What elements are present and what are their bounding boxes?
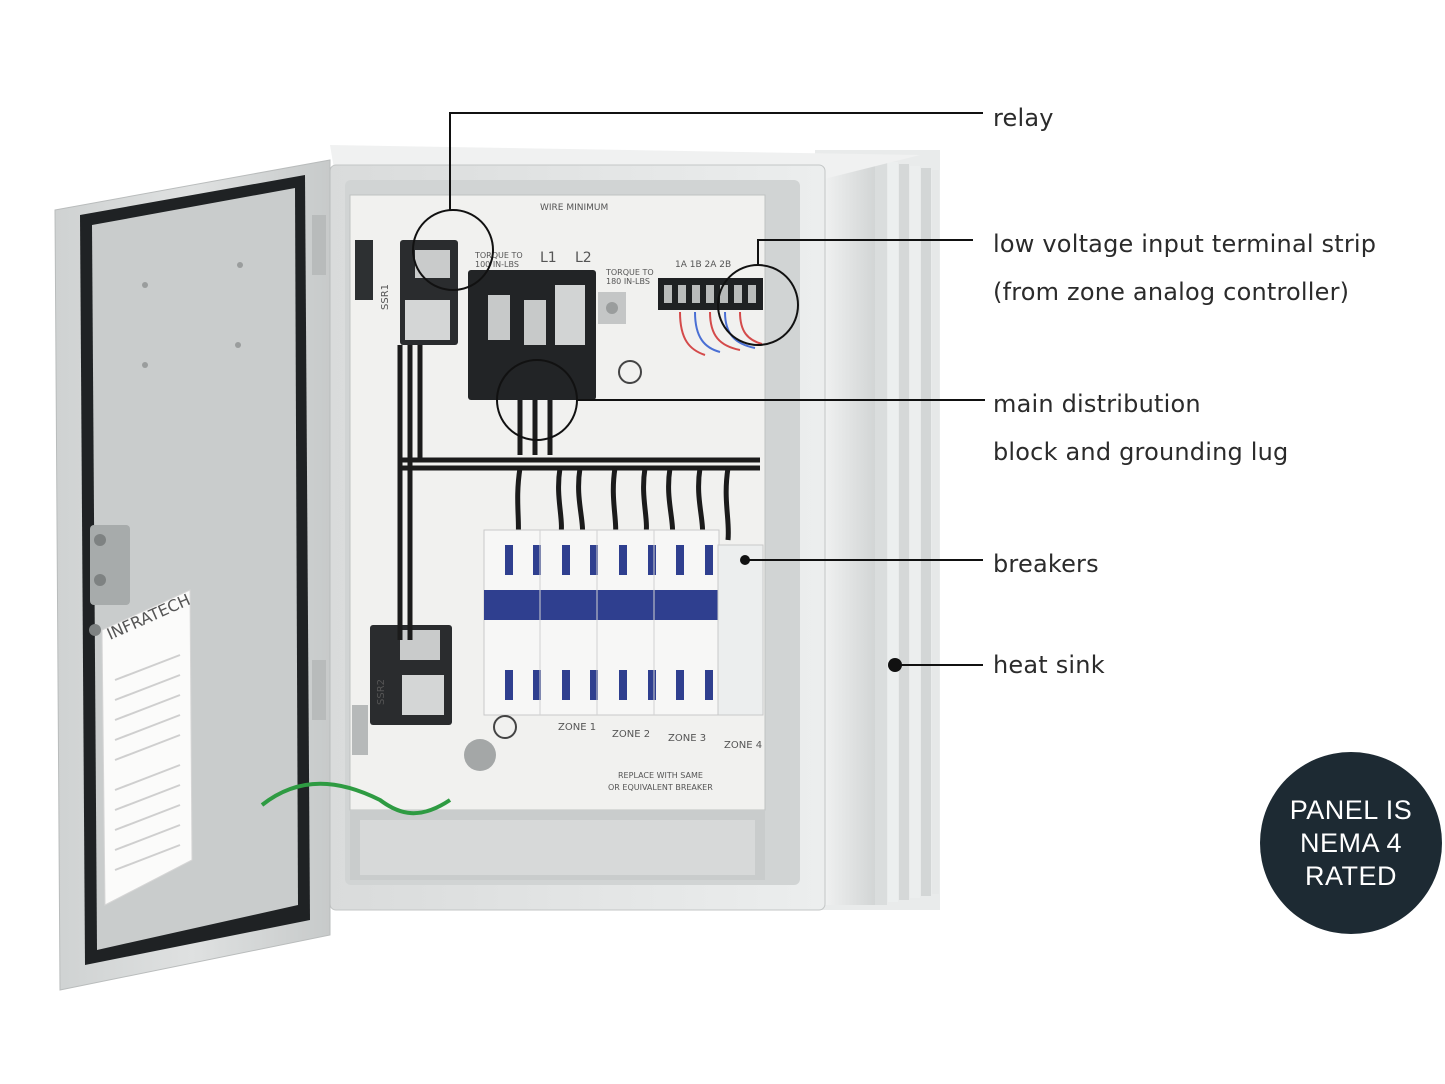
distribution-label: main distribution [993,390,1201,418]
grounding-lug: TORQUE TO 180 IN-LBS [598,268,654,384]
zone1-label: ZONE 1 [558,722,596,733]
callout-lines [449,112,985,666]
torque-left-2: 100 IN-LBS [475,260,519,269]
relay-callout-line [449,112,983,210]
terminal-strip-label: low voltage input terminal strip [993,230,1377,258]
zone2-label: ZONE 2 [612,729,650,740]
distribution-sublabel: block and grounding lug [993,438,1289,466]
torque-right-2: 180 IN-LBS [606,277,650,286]
terminal-strip-callout-line [757,239,973,265]
breakers-label: breakers [993,550,1099,578]
relay-ssr1: SSR1 [355,240,458,345]
replace-text-1: REPLACE WITH SAME [618,771,703,780]
distribution-block: TORQUE TO 100 IN-LBS L1 L2 [468,250,596,400]
zone3-label: ZONE 3 [668,733,706,744]
badge-line-2: NEMA 4 [1299,827,1403,858]
heat-sink [815,150,940,910]
ssr1-text: SSR1 [380,284,391,310]
terminal-strip-sublabel: (from zone analog controller) [993,278,1350,306]
ground-symbol [493,715,517,739]
relay-callout-circle [412,209,494,291]
zone4-label: ZONE 4 [724,740,762,751]
heat-sink-label: heat sink [993,651,1105,679]
ground-wire [260,781,452,816]
relay-ssr2: SSR2 [352,625,452,755]
ssr2-text: SSR2 [376,679,387,705]
badge-line-3: RATED [1304,860,1397,891]
breaker-bank [483,529,764,716]
terminal-strip: 1A 1B 2A 2B [658,260,763,356]
relay-label: relay [993,104,1054,132]
terminal-labels: 1A 1B 2A 2B [675,260,731,270]
enclosure-door: INFRATECH [54,159,331,991]
torque-left-1: TORQUE TO [474,251,523,260]
l1-text: L1 [540,250,557,266]
torque-right-1: TORQUE TO [605,268,654,277]
l2-text: L2 [575,250,592,266]
ground-bolt [464,739,496,771]
nema-rating-badge: PANEL IS NEMA 4 RATED [1260,752,1442,934]
breakers-callout-dot [740,555,750,565]
heat-sink-callout-dot [888,658,902,672]
replace-text-2: OR EQUIVALENT BREAKER [608,783,713,792]
wire-minimum-text: WIRE MINIMUM [540,203,608,213]
badge-line-1: PANEL IS [1289,794,1413,825]
